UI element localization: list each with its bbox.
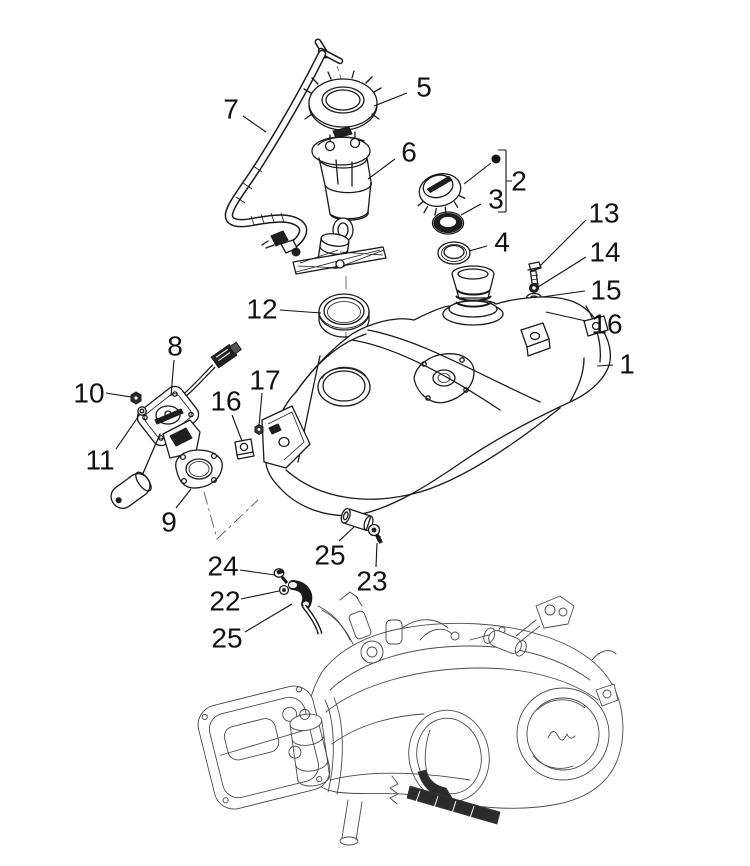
callout-1-label: 1 xyxy=(619,349,635,380)
engine-drawing xyxy=(197,591,624,846)
callout-12-leader xyxy=(279,309,322,314)
callout-14-leader xyxy=(537,256,587,288)
callout-13-label: 13 xyxy=(588,198,619,229)
tank-pump-opening xyxy=(317,366,371,407)
engine-stand xyxy=(339,775,501,846)
callout-25-lower-leader xyxy=(244,603,293,633)
callout-2-dot xyxy=(491,154,501,164)
callout-16-right-label: 16 xyxy=(591,309,622,340)
callout-5-leader xyxy=(373,92,408,107)
engine-rear-hub xyxy=(516,687,610,781)
tank-mount-boss xyxy=(520,315,609,357)
callout-16-left-label: 16 xyxy=(210,386,241,417)
callout-15-label: 15 xyxy=(590,275,621,306)
washer-14-drawing xyxy=(529,283,539,293)
callout-13-leader xyxy=(539,219,587,267)
screw-23-drawing xyxy=(367,523,383,544)
callout-11-leader xyxy=(115,413,141,450)
callout-16-left-leader xyxy=(231,414,243,442)
callout-10-label: 10 xyxy=(73,378,104,409)
callout-11-label: 11 xyxy=(85,445,114,476)
callout-23-label: 23 xyxy=(356,566,387,597)
callout-2-leader xyxy=(463,162,492,185)
logo-squiggle xyxy=(547,731,576,741)
washer-22-drawing xyxy=(278,584,290,596)
callout-6-leader xyxy=(367,158,396,180)
washer-11-drawing xyxy=(137,406,147,416)
screw-24-drawing xyxy=(273,568,289,584)
callout-22-label: 22 xyxy=(209,586,240,617)
callout-3-label: 3 xyxy=(488,184,504,215)
fuel-cap-drawing xyxy=(417,173,466,216)
callout-15-leader xyxy=(541,290,586,298)
callout-17-label: 17 xyxy=(249,365,280,396)
callout-9-label: 9 xyxy=(161,507,177,538)
callout-8-label: 8 xyxy=(167,331,183,362)
callout-24-leader xyxy=(239,569,276,576)
callout-4-leader xyxy=(468,245,488,252)
callout-24-label: 24 xyxy=(207,551,238,582)
cap-gasket-drawing xyxy=(431,211,465,235)
fuel-pump-drawing xyxy=(292,126,387,275)
spacer-25-upper-drawing xyxy=(340,507,374,532)
callout-7-leader xyxy=(242,115,267,133)
callout-23-leader xyxy=(375,542,378,568)
tank-sensor-mount xyxy=(413,353,475,404)
callout-25-upper-label: 25 xyxy=(314,540,345,571)
callout-10-leader xyxy=(105,392,132,398)
callout-7-label: 7 xyxy=(223,94,239,125)
engine-valve-cover xyxy=(197,685,331,810)
tank-filler-neck xyxy=(442,265,504,326)
sensor-connector xyxy=(210,341,242,369)
callout-3-leader xyxy=(460,203,482,216)
callout-25-lower-label: 25 xyxy=(211,623,242,654)
gasket-9-drawing xyxy=(175,449,223,489)
callout-17-leader xyxy=(258,392,263,427)
callout-14-label: 14 xyxy=(589,237,620,268)
callout-6-label: 6 xyxy=(401,137,417,168)
callout-22-leader xyxy=(240,590,280,600)
fuel-hose-drawing xyxy=(224,38,344,257)
fuel-tank-drawing xyxy=(261,265,611,517)
engine-mount-bracket xyxy=(483,595,619,707)
hose-end-fittings xyxy=(261,230,301,257)
engine-crankcase xyxy=(301,622,624,809)
engine-oil-filter xyxy=(289,708,330,787)
cage-nut-16-left-drawing xyxy=(234,438,255,460)
callout-25-upper-leader xyxy=(338,526,355,542)
callout-2-bracket xyxy=(498,149,512,213)
callout-1-leader xyxy=(596,364,614,367)
lock-ring-drawing xyxy=(303,70,382,131)
callout-8-leader xyxy=(170,359,175,397)
callout-4-label: 4 xyxy=(494,227,510,258)
tank-strap xyxy=(261,405,311,469)
callout-5-label: 5 xyxy=(416,72,432,103)
neck-gasket-drawing xyxy=(437,241,471,265)
callout-16-right-leader xyxy=(545,311,587,322)
callout-2-label: 2 xyxy=(511,166,527,197)
callout-9-leader xyxy=(175,488,192,509)
nut-10-drawing xyxy=(130,391,142,405)
sensor-float xyxy=(110,471,152,509)
callout-12-label: 12 xyxy=(246,294,277,325)
elbow-25-lower-drawing xyxy=(288,580,323,635)
level-sensor-drawing xyxy=(110,341,242,509)
